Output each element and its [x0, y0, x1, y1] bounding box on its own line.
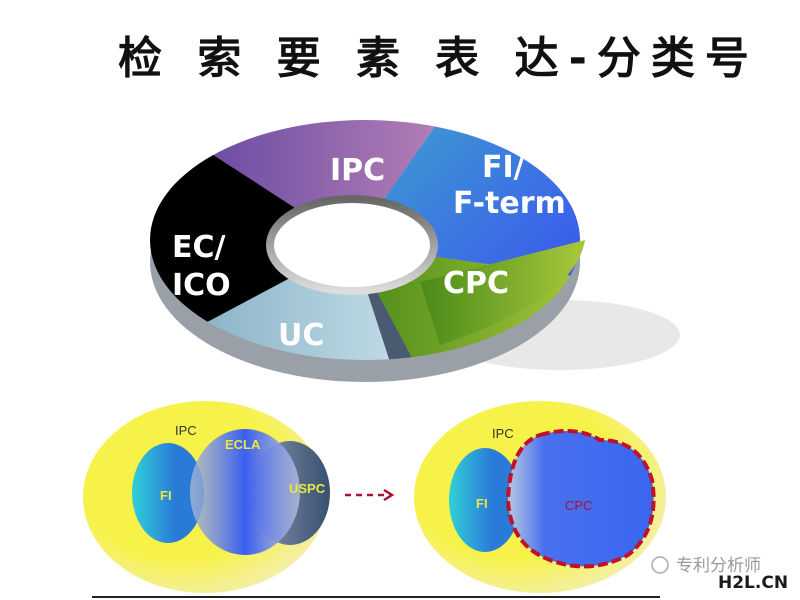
wechat-icon [651, 556, 669, 574]
after-venn: IPC FI CPC [414, 401, 666, 593]
ecla-ellipse [190, 429, 300, 555]
ring-segment-ipc [150, 120, 490, 245]
slide-title: 检 索 要 素 表 达-分类号 [118, 33, 759, 84]
ring-segment-cpc-protrusion [420, 240, 585, 345]
segment-label-ec-line2: ICO [172, 268, 231, 303]
label-ecla: ECLA [225, 437, 261, 452]
label-fi: FI [476, 496, 488, 511]
watermark: 专利分析师 H2L.CN [651, 556, 788, 593]
label-ipc: IPC [175, 423, 197, 438]
segment-label-fi-line2: F-term [453, 186, 566, 221]
segment-label-fi-line1: FI/ [482, 150, 525, 185]
cpc-blob [505, 429, 656, 569]
segment-label-ipc: IPC [330, 153, 385, 188]
watermark-account: 专利分析师 [676, 556, 761, 576]
fi-ellipse [449, 448, 521, 552]
label-ipc: IPC [492, 426, 514, 441]
fi-ellipse [132, 443, 204, 543]
label-cpc: CPC [565, 498, 592, 513]
segment-label-cpc: CPC [443, 266, 509, 301]
label-fi: FI [160, 488, 172, 503]
segment-label-ec-line1: EC/ [172, 230, 226, 265]
ring-segment-uc [150, 245, 427, 360]
before-venn: IPC ECLA FI USPC [83, 401, 330, 593]
segment-label-uc: UC [278, 318, 324, 353]
ring-hole [266, 195, 438, 295]
watermark-site: H2L.CN [718, 573, 788, 593]
ring-segment-fi [352, 120, 580, 279]
transition-arrow-icon [345, 488, 395, 502]
label-uspc: USPC [289, 481, 326, 496]
